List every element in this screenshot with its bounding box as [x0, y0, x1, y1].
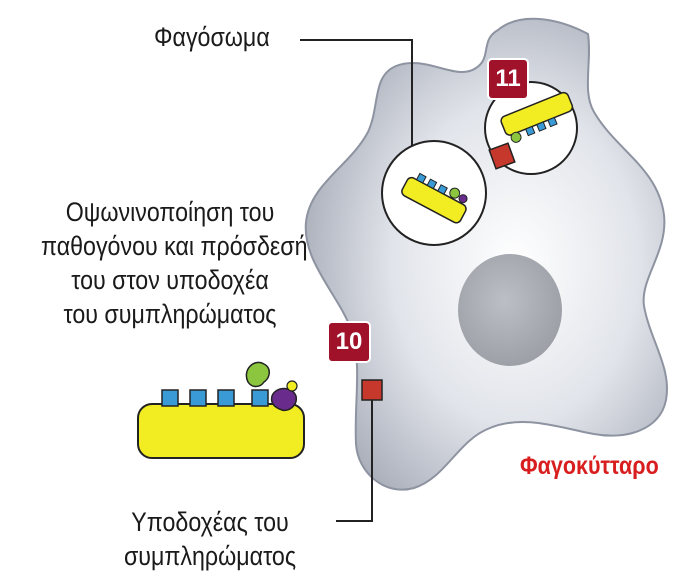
complement-protein	[272, 389, 297, 411]
step-badge-11: 11	[489, 60, 527, 98]
phagosome-label: Φαγόσωμα	[154, 21, 270, 54]
opsonization-label-line-3: του στον υποδοχέα	[41, 264, 299, 297]
receptor-label-line-1: Υποδοχέας του	[107, 506, 313, 539]
step-badge-10: 10	[329, 323, 369, 361]
opsonization-label-line-1: Οψωνινοποίηση του	[41, 196, 299, 229]
phagocyte-label: Φαγοκύτταρο	[520, 452, 659, 481]
phagocyte-cell	[306, 19, 667, 490]
complement-protein	[246, 362, 269, 386]
complement-receptor	[362, 380, 382, 400]
antigen	[252, 390, 268, 406]
complement-protein	[287, 381, 297, 391]
antigen	[162, 390, 178, 406]
antigen	[218, 390, 234, 406]
receptor-label-line-2: συμπληρώματος	[107, 540, 313, 573]
nucleus	[458, 254, 562, 366]
opsonization-label-line-2: παθογόνου και πρόσδεσή	[41, 230, 299, 263]
opsonization-label-line-4: του συμπληρώματος	[41, 298, 299, 331]
antigen	[190, 390, 206, 406]
opsonized-pathogen	[138, 362, 304, 458]
